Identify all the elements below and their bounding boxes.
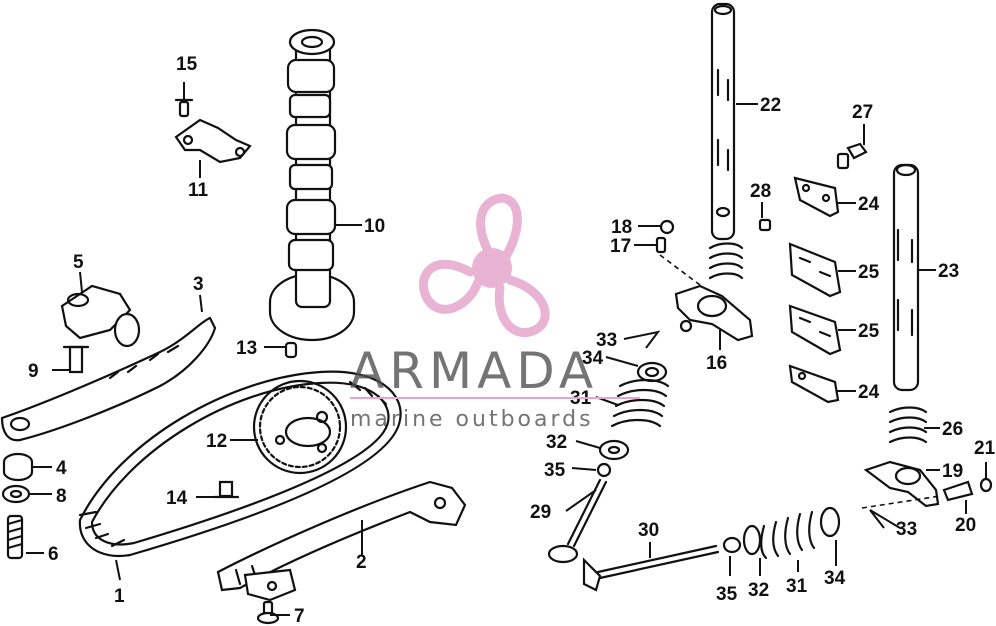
callout-1: 1 xyxy=(114,586,125,607)
callout-32-upper: 32 xyxy=(546,432,567,453)
callout-29: 29 xyxy=(530,502,551,523)
callout-31-lower: 31 xyxy=(786,576,808,597)
callout-16: 16 xyxy=(706,353,727,374)
callout-34-upper: 34 xyxy=(582,348,604,369)
callout-28: 28 xyxy=(750,181,771,202)
rocker-shaft-upper xyxy=(708,2,744,280)
callout-17: 17 xyxy=(610,236,631,257)
chain-guide-tensioner xyxy=(0,98,252,442)
callout-33-lower: 33 xyxy=(896,519,917,540)
callout-25-lower: 25 xyxy=(858,321,880,342)
callout-21: 21 xyxy=(974,438,996,459)
callout-8: 8 xyxy=(56,486,67,507)
callout-3: 3 xyxy=(193,274,204,295)
brand-watermark: ARMADA marine outboards xyxy=(350,342,640,432)
callout-24-upper: 24 xyxy=(858,194,880,215)
callout-27: 27 xyxy=(852,102,873,123)
callout-12: 12 xyxy=(206,431,227,452)
callout-26: 26 xyxy=(942,419,963,440)
cam-sprocket xyxy=(212,341,348,499)
callout-4: 4 xyxy=(56,458,67,479)
callout-18: 18 xyxy=(611,217,632,238)
propeller-logo-watermark xyxy=(419,193,550,338)
callout-34-lower: 34 xyxy=(824,568,846,589)
exhaust-valve-assembly xyxy=(582,506,841,592)
callout-35-upper: 35 xyxy=(544,460,566,481)
callout-14: 14 xyxy=(166,488,188,509)
callout-19: 19 xyxy=(942,461,963,482)
rocker-brackets xyxy=(758,142,868,404)
callout-35-lower: 35 xyxy=(716,584,738,605)
callout-2: 2 xyxy=(356,552,367,573)
callout-9: 9 xyxy=(28,361,39,382)
rocker-shaft-lower xyxy=(888,163,928,444)
rocker-arm xyxy=(655,219,754,342)
callout-20: 20 xyxy=(955,515,976,536)
rocker-arm-lower xyxy=(861,460,993,509)
callout-labels: 1 2 3 4 5 6 7 8 9 10 11 12 13 14 15 16 1… xyxy=(28,54,996,626)
brand-tagline: marine outboards xyxy=(350,407,594,432)
callout-30: 30 xyxy=(638,520,659,541)
callout-6: 6 xyxy=(48,544,59,565)
callout-13: 13 xyxy=(236,338,257,359)
callout-22: 22 xyxy=(760,95,781,116)
bushing-washer-bolt-set xyxy=(1,452,280,625)
callout-10: 10 xyxy=(364,216,385,237)
camshaft xyxy=(268,28,356,342)
brand-name: ARMADA xyxy=(350,342,598,400)
callout-25-upper: 25 xyxy=(858,262,880,283)
callout-33-upper: 33 xyxy=(596,330,617,351)
timing-chain xyxy=(78,370,402,558)
callout-7: 7 xyxy=(294,606,305,626)
callout-11: 11 xyxy=(188,180,209,201)
callout-15: 15 xyxy=(176,54,198,75)
callout-24-lower: 24 xyxy=(858,382,880,403)
callout-5: 5 xyxy=(73,252,84,273)
lower-chain-guide xyxy=(216,480,467,602)
intake-valve-assembly xyxy=(547,361,670,564)
callout-32-lower: 32 xyxy=(748,580,769,601)
callout-23: 23 xyxy=(938,261,959,282)
